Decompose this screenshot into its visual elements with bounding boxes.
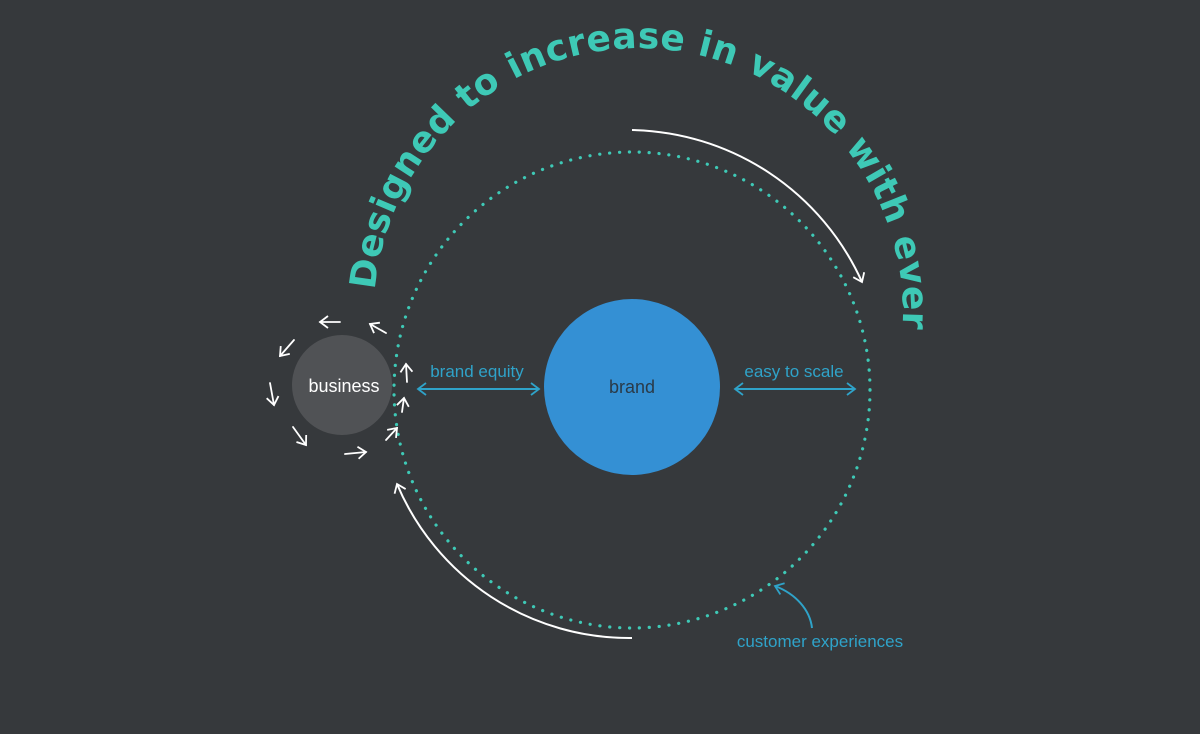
business-circle [292,335,392,435]
brand-label: brand [609,377,655,397]
cycle-arrow [344,446,368,460]
brand-equity-label: brand equity [430,362,524,381]
cycle-arrow [396,396,410,413]
easy-to-scale-label: easy to scale [744,362,843,381]
cycle-arrow [399,362,414,383]
business-label: business [308,376,379,396]
cycle-arrow [385,426,399,441]
business-cycle-arrows [266,315,414,460]
top-flow-arrow [631,129,866,284]
cycle-arrow [368,321,387,334]
customer-experience-orbit [392,150,872,630]
brand-circle [544,299,720,475]
customer-experiences-label: customer experiences [737,632,903,651]
cycle-arrow [266,382,280,407]
bottom-flow-arrow [393,482,633,640]
cycle-arrow [292,426,308,447]
customer-experiences-pointer [773,582,813,629]
diagram-title: Designed to increase in value with every… [0,0,935,331]
cycle-arrow [279,339,295,358]
diagram-title-path: Designed to increase in value with every… [0,0,935,331]
